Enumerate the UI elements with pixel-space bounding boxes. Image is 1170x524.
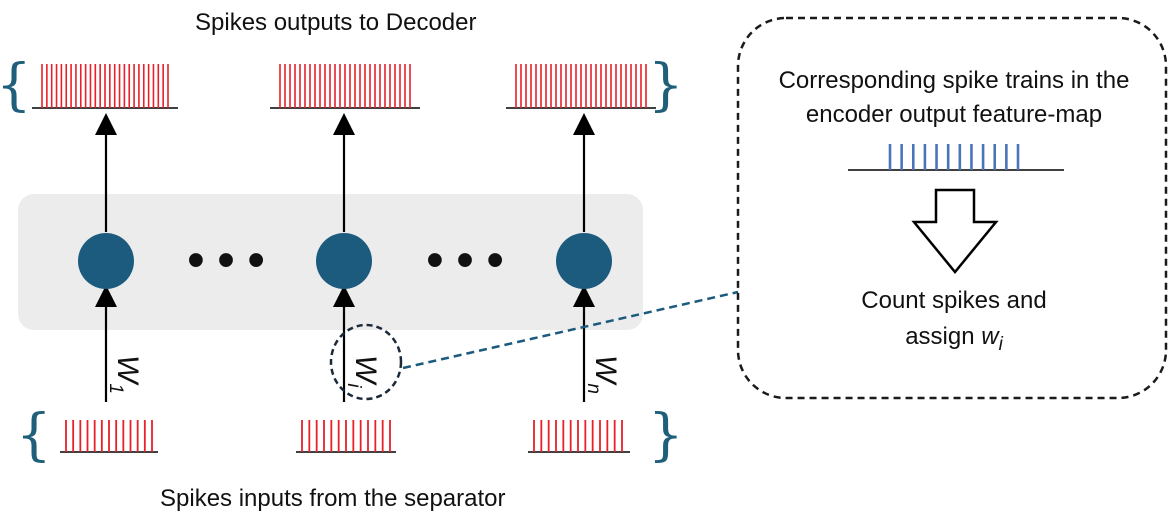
output-spike-train <box>32 64 178 109</box>
input-spike-train <box>528 420 630 453</box>
neuron <box>556 233 612 289</box>
input-spike-train <box>60 420 158 453</box>
output-spike-train <box>270 64 420 109</box>
input-title: Spikes inputs from the separator <box>160 485 506 512</box>
output-title: Spikes outputs to Decoder <box>195 9 477 36</box>
svg-text:W1: W1 <box>105 355 144 394</box>
ellipsis: • • • <box>426 234 503 287</box>
weight-label-w1: W1 <box>105 355 144 394</box>
neuron <box>316 233 372 289</box>
highlight-circle <box>329 323 403 401</box>
input-brace-open: { <box>16 403 52 468</box>
callout-text-line1: Corresponding spike trains in the <box>779 67 1130 94</box>
callout-connector <box>402 290 739 370</box>
weight-label-wn: Wn <box>583 355 622 394</box>
output-spike-train <box>506 64 656 109</box>
input-spike-train <box>296 420 396 453</box>
callout-text-line2: encoder output feature-map <box>806 101 1102 128</box>
output-brace-close: } <box>648 53 684 118</box>
input-brace-close: } <box>648 403 684 468</box>
callout-text-line3: Count spikes and <box>861 287 1046 314</box>
weight-label-wi: Wi <box>343 355 382 388</box>
neuron <box>78 233 134 289</box>
svg-text:Wn: Wn <box>583 355 622 394</box>
output-brace-open: { <box>0 53 32 118</box>
callout-text-line4: assign wi <box>905 323 1003 355</box>
feature-map-spike-train <box>848 144 1064 171</box>
ellipsis: • • • <box>187 234 264 287</box>
svg-text:Wi: Wi <box>343 355 382 388</box>
down-arrow-icon <box>911 188 999 274</box>
